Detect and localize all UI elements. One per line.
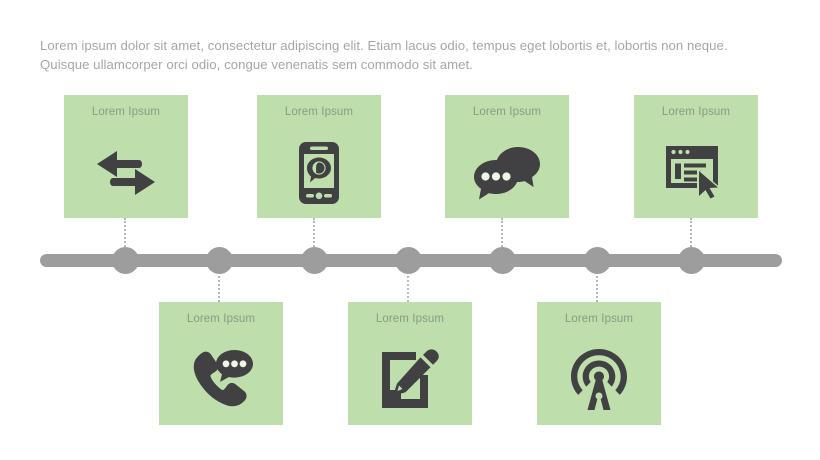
- card-5[interactable]: Lorem Ipsum: [159, 302, 283, 425]
- connector-card-3: [501, 218, 503, 254]
- connector-card-1: [124, 218, 126, 254]
- connector-card-5: [218, 267, 220, 302]
- mobile-chat-icon: [257, 137, 381, 209]
- timeline-dot-7[interactable]: [677, 247, 705, 274]
- timeline-dot-4[interactable]: [394, 247, 422, 274]
- browser-cursor-icon: [634, 137, 758, 209]
- connector-card-6: [407, 267, 409, 302]
- card-1-label: Lorem Ipsum: [91, 106, 161, 118]
- broadcast-tower-icon: [537, 344, 661, 416]
- connector-card-4: [690, 218, 692, 254]
- timeline-dot-5[interactable]: [488, 247, 516, 274]
- timeline-dot-6[interactable]: [583, 247, 611, 274]
- card-2[interactable]: Lorem Ipsum: [257, 95, 381, 218]
- card-3-label: Lorem Ipsum: [472, 106, 542, 118]
- card-1[interactable]: Lorem Ipsum: [64, 95, 188, 218]
- timeline-dot-3[interactable]: [300, 247, 328, 274]
- timeline-dot-1[interactable]: [111, 247, 139, 274]
- connector-card-2: [313, 218, 315, 254]
- card-4[interactable]: Lorem Ipsum: [634, 95, 758, 218]
- exchange-arrows-icon: [64, 137, 188, 209]
- connector-card-7: [596, 267, 598, 302]
- card-2-label: Lorem Ipsum: [284, 106, 354, 118]
- speech-bubbles-icon: [445, 137, 569, 209]
- intro-paragraph: Lorem ipsum dolor sit amet, consectetur …: [40, 38, 728, 72]
- note-pencil-icon: [348, 344, 472, 416]
- card-7[interactable]: Lorem Ipsum: [537, 302, 661, 425]
- card-6[interactable]: Lorem Ipsum: [348, 302, 472, 425]
- phone-chat-icon: [159, 344, 283, 416]
- card-4-label: Lorem Ipsum: [661, 106, 731, 118]
- card-5-label: Lorem Ipsum: [186, 313, 256, 325]
- card-3[interactable]: Lorem Ipsum: [445, 95, 569, 218]
- card-7-label: Lorem Ipsum: [564, 313, 634, 325]
- card-6-label: Lorem Ipsum: [375, 313, 445, 325]
- timeline-dot-2[interactable]: [205, 247, 233, 274]
